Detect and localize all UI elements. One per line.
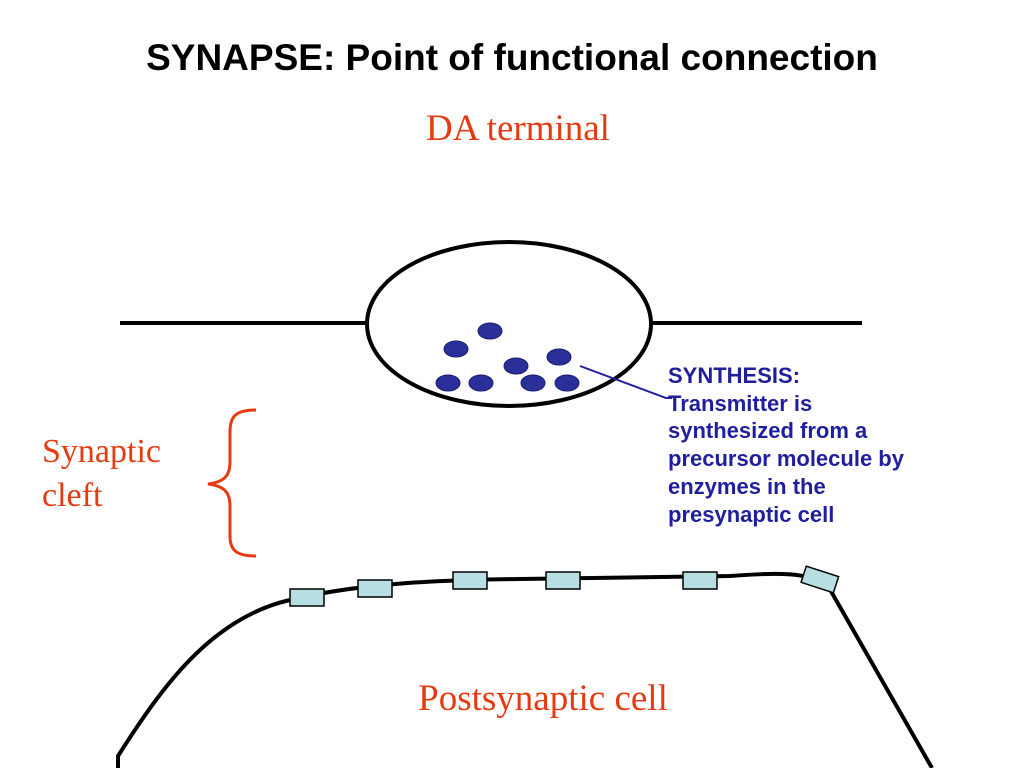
synthesis-description: SYNTHESIS: Transmitter is synthesized fr… bbox=[668, 362, 1008, 528]
vesicle bbox=[468, 374, 494, 392]
synaptic-cleft-line1: Synaptic bbox=[42, 433, 161, 470]
vesicle bbox=[477, 322, 503, 340]
vesicle bbox=[503, 357, 529, 375]
synthesis-line: SYNTHESIS: bbox=[668, 363, 801, 388]
vesicle bbox=[443, 340, 469, 358]
vesicle-group bbox=[435, 322, 580, 392]
synaptic-cleft-brace bbox=[207, 408, 257, 558]
receptor bbox=[289, 588, 325, 607]
postsynaptic-membrane bbox=[116, 571, 934, 768]
slide-title: SYNAPSE: Point of functional connection bbox=[146, 37, 878, 78]
presynaptic-terminal bbox=[365, 240, 653, 408]
synthesis-line: precursor molecule by bbox=[668, 446, 904, 472]
synaptic-cleft-line2: cleft bbox=[42, 477, 103, 514]
receptor bbox=[452, 571, 488, 590]
vesicle bbox=[520, 374, 546, 392]
synthesis-line: synthesized from a bbox=[668, 418, 868, 444]
da-terminal-label: DA terminal bbox=[426, 108, 610, 149]
postsynaptic-cell-label: Postsynaptic cell bbox=[418, 678, 668, 719]
vesicle bbox=[554, 374, 580, 392]
synthesis-pointer-line bbox=[579, 365, 672, 399]
receptor-group bbox=[289, 565, 840, 607]
receptor bbox=[800, 565, 840, 594]
vesicle bbox=[435, 374, 461, 392]
receptor bbox=[545, 571, 581, 590]
synthesis-line: enzymes in the bbox=[668, 473, 826, 499]
synaptic-cleft-label: Synaptic cleft bbox=[42, 433, 169, 514]
vesicle bbox=[546, 348, 572, 366]
synthesis-line: Transmitter is bbox=[668, 390, 813, 416]
receptor bbox=[682, 571, 718, 590]
synthesis-line: presynaptic cell bbox=[668, 501, 835, 527]
receptor bbox=[357, 579, 393, 598]
